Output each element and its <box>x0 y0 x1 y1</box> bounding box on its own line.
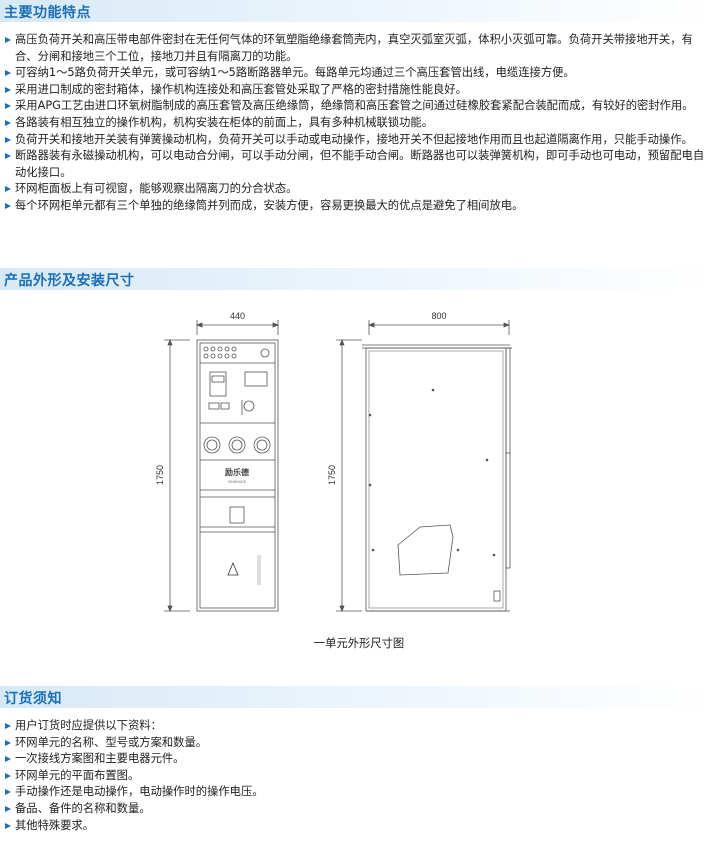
list-item: 各路装有相互独立的操作机构，机构安装在柜体的前面上，具有多种机械联锁功能。 <box>3 115 715 132</box>
side-height-label: 1750 <box>327 465 337 485</box>
figure-caption: 一单元外形尺寸图 <box>313 637 405 650</box>
list-item: 环网单元的名称、型号或方案和数量。 <box>3 735 715 752</box>
dimension-drawing: 440 1750 励乐德 XINSHUDE 800 1750 <box>155 311 512 613</box>
section-title-features: 主要功能特点 <box>4 5 91 21</box>
list-item: 负荷开关和接地开关装有弹簧操动机构，负荷开关可以手动或电动操作，接地开关不但起接… <box>3 132 715 149</box>
side-width-label: 800 <box>431 311 446 321</box>
features-list: 高压负荷开关和高压带电部件密封在无任何气体的环氧塑脂绝缘套筒壳内，真空灭弧室灭弧… <box>3 32 715 215</box>
brand-name: 励乐德 <box>225 467 249 477</box>
section-header-ordering: 订货须知 <box>0 686 718 708</box>
section-title-dimensions: 产品外形及安装尺寸 <box>4 273 135 289</box>
front-view <box>164 320 280 613</box>
side-view <box>336 320 512 613</box>
list-item: 高压负荷开关和高压带电部件密封在无任何气体的环氧塑脂绝缘套筒壳内，真空灭弧室灭弧… <box>3 32 715 65</box>
section-header-dimensions: 产品外形及安装尺寸 <box>0 268 718 290</box>
ordering-list: 用户订货时应提供以下资料： 环网单元的名称、型号或方案和数量。 一次接线方案图和… <box>3 718 715 834</box>
list-item: 采用进口制成的密封箱体，操作机构连接处和高压套管处采取了严格的密封措施性能良好。 <box>3 82 715 99</box>
list-item: 每个环网柜单元都有三个单独的绝缘筒并列而成，安装方便，容易更换最大的优点是避免了… <box>3 198 715 215</box>
list-item: 可容纳1～5路负荷开关单元，或可容纳1～5路断路器单元。每路单元均通过三个高压套… <box>3 65 715 82</box>
front-height-label: 1750 <box>155 465 165 485</box>
list-item: 环网单元的平面布置图。 <box>3 768 715 785</box>
brand-subtitle: XINSHUDE <box>228 480 247 484</box>
front-width-label: 440 <box>230 311 245 321</box>
list-item: 断路器装有永磁操动机构，可以电动合分闸，可以手动分闸，但不能手动合闸。断路器也可… <box>3 148 715 181</box>
list-item: 环网柜面板上有可视窗，能够观察出隔离刀的分合状态。 <box>3 181 715 198</box>
list-item: 用户订货时应提供以下资料： <box>3 718 715 735</box>
section-title-ordering: 订货须知 <box>4 691 62 707</box>
list-item: 一次接线方案图和主要电器元件。 <box>3 751 715 768</box>
list-item: 备品、备件的名称和数量。 <box>3 801 715 818</box>
list-item: 手动操作还是电动操作，电动操作时的操作电压。 <box>3 784 715 801</box>
list-item: 其他特殊要求。 <box>3 818 715 835</box>
list-item: 采用APG工艺由进口环氧树脂制成的高压套管及高压绝缘筒，绝缘筒和高压套管之间通过… <box>3 98 715 115</box>
section-header-features: 主要功能特点 <box>0 0 718 22</box>
